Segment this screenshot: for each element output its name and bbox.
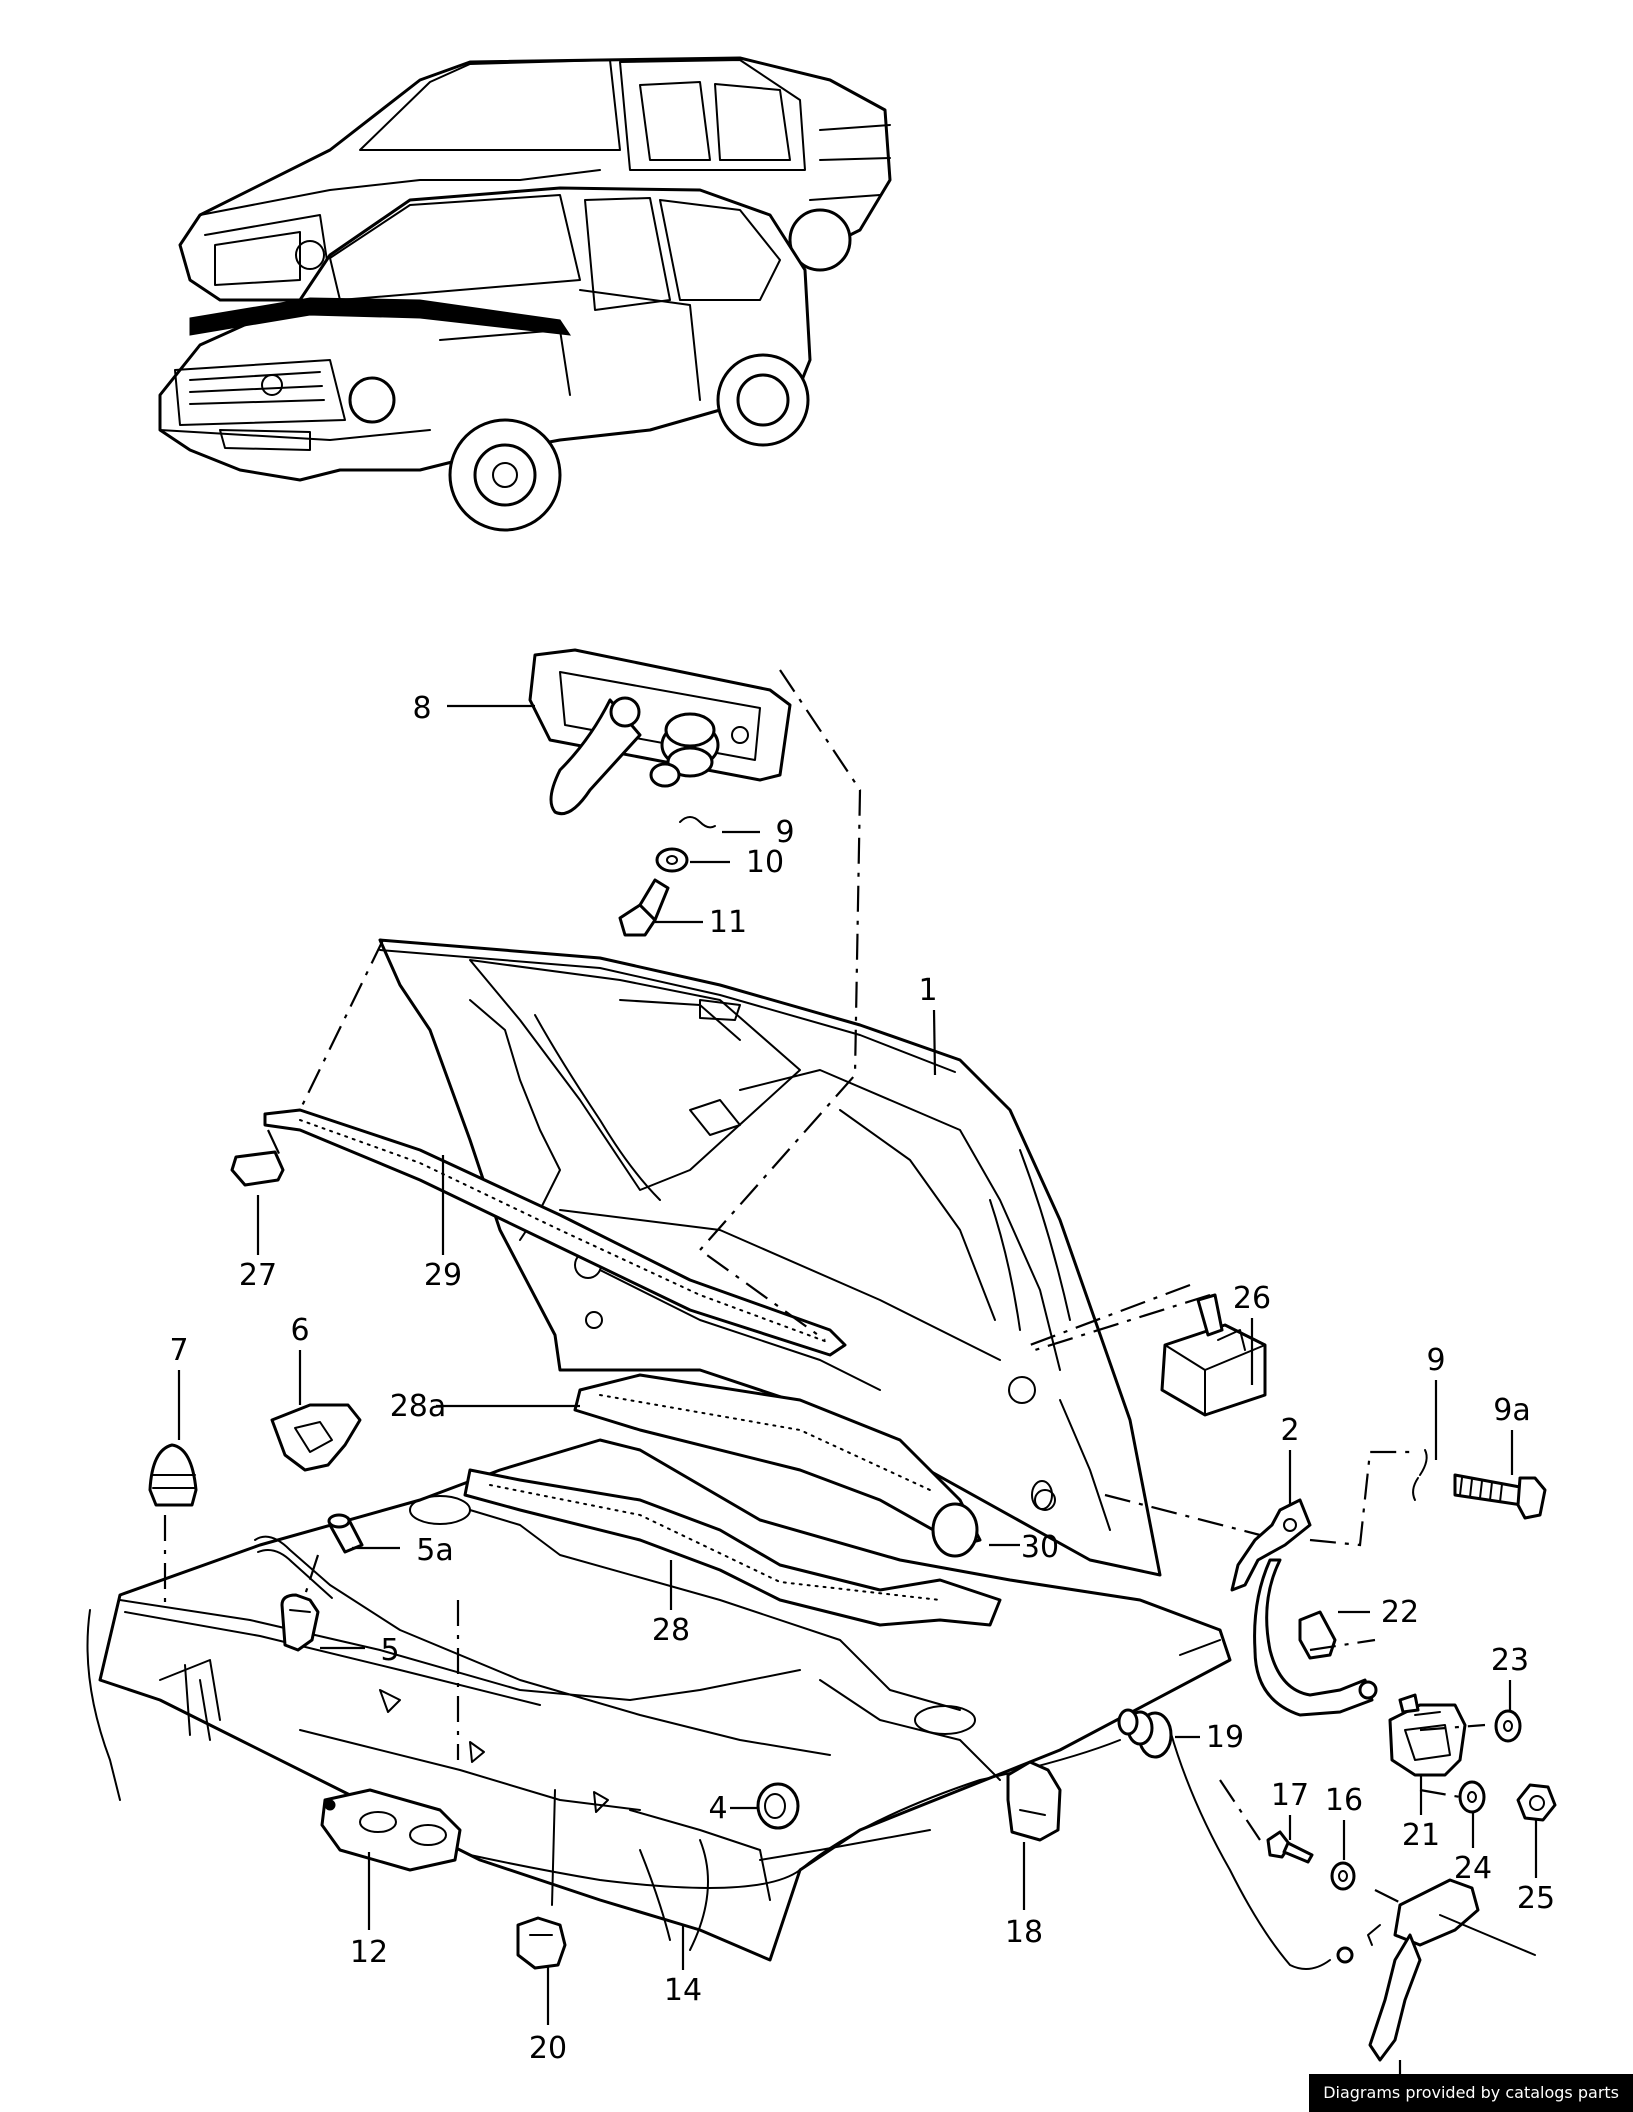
callout-17: 17	[1271, 1778, 1309, 1813]
callout-6: 6	[290, 1313, 309, 1348]
callout-20: 20	[529, 2031, 567, 2066]
callout-26: 26	[1233, 1281, 1271, 1316]
part-11-bolt	[618, 878, 670, 937]
part-9-clip-top	[679, 816, 716, 829]
callout-30: 30	[1021, 1530, 1059, 1565]
leader-lines	[177, 704, 1538, 2080]
assembly-dashed-lines	[163, 669, 1486, 1906]
callout-28: 28	[652, 1613, 690, 1648]
part-1-hood	[378, 938, 1162, 1577]
callout-1: 1	[918, 973, 937, 1008]
callout-7: 7	[169, 1333, 188, 1368]
part-10-washer	[655, 847, 689, 873]
callout-10: 10	[746, 845, 784, 880]
callout-12: 12	[350, 1935, 388, 1970]
callout-8: 8	[412, 691, 431, 726]
prop-rod	[254, 1535, 831, 1756]
hatchback-illustration	[158, 186, 812, 532]
callout-18: 18	[1005, 1915, 1043, 1950]
part-12-lock-carrier	[320, 1788, 462, 1872]
callout-22: 22	[1381, 1595, 1419, 1630]
callout-19: 19	[1206, 1720, 1244, 1755]
callout-16: 16	[1325, 1783, 1363, 1818]
part-25-nut	[1516, 1783, 1557, 1822]
part-18-cable-retainer	[1006, 1760, 1062, 1842]
part-19-grommet	[1117, 1708, 1173, 1759]
callout-14: 14	[664, 1973, 702, 2008]
part-20-clip	[516, 1789, 567, 1970]
part-23-washer	[1494, 1709, 1522, 1743]
part-28-engine-seal	[463, 1468, 1002, 1627]
callout-28a: 28a	[390, 1389, 447, 1424]
callout-4: 4	[708, 1791, 727, 1826]
release-lever	[1367, 1878, 1536, 2062]
callout-9a: 9a	[1493, 1393, 1530, 1428]
part-17-screw	[1266, 1830, 1314, 1864]
part-9-clip-right	[1412, 1449, 1428, 1501]
callout-9-right: 9	[1426, 1343, 1445, 1378]
part-6-retainer	[270, 1403, 362, 1472]
callout-23: 23	[1491, 1643, 1529, 1678]
part-26-buffer	[1160, 1293, 1267, 1417]
callout-5: 5	[380, 1633, 399, 1668]
callout-5a: 5a	[416, 1533, 453, 1568]
part-5a-sleeve	[327, 1513, 364, 1554]
callout-11: 11	[709, 905, 747, 940]
callout-labels: 1 2 4 5 5a 6 7 8 9 9 9a 10 11 12 14 16 1…	[169, 691, 1555, 2066]
part-9a-bolt	[1453, 1473, 1547, 1520]
callout-9-top: 9	[775, 815, 794, 850]
part-27-end-cap	[230, 1150, 285, 1187]
callout-25: 25	[1517, 1881, 1555, 1916]
part-24-washer	[1458, 1780, 1486, 1814]
part-5-clip	[280, 1593, 320, 1652]
part-21-latch-bracket	[1388, 1693, 1467, 1777]
callout-24: 24	[1454, 1851, 1492, 1886]
part-4-grommet	[756, 1782, 800, 1830]
callout-2: 2	[1280, 1413, 1299, 1448]
callout-21: 21	[1402, 1818, 1440, 1853]
callout-27: 27	[239, 1258, 277, 1293]
part-16-washer	[1330, 1861, 1356, 1891]
part-2-hinge	[1230, 1498, 1378, 1717]
part-22-clip	[1298, 1610, 1337, 1660]
callout-29: 29	[424, 1258, 462, 1293]
part-30-seal-end	[931, 1480, 1053, 1558]
body-front-end	[86, 1438, 1232, 1962]
part-8-lock-plate	[528, 648, 792, 816]
part-7-bump-stop	[148, 1443, 198, 1507]
credit-banner: Diagrams provided by catalogs parts	[1309, 2074, 1633, 2112]
